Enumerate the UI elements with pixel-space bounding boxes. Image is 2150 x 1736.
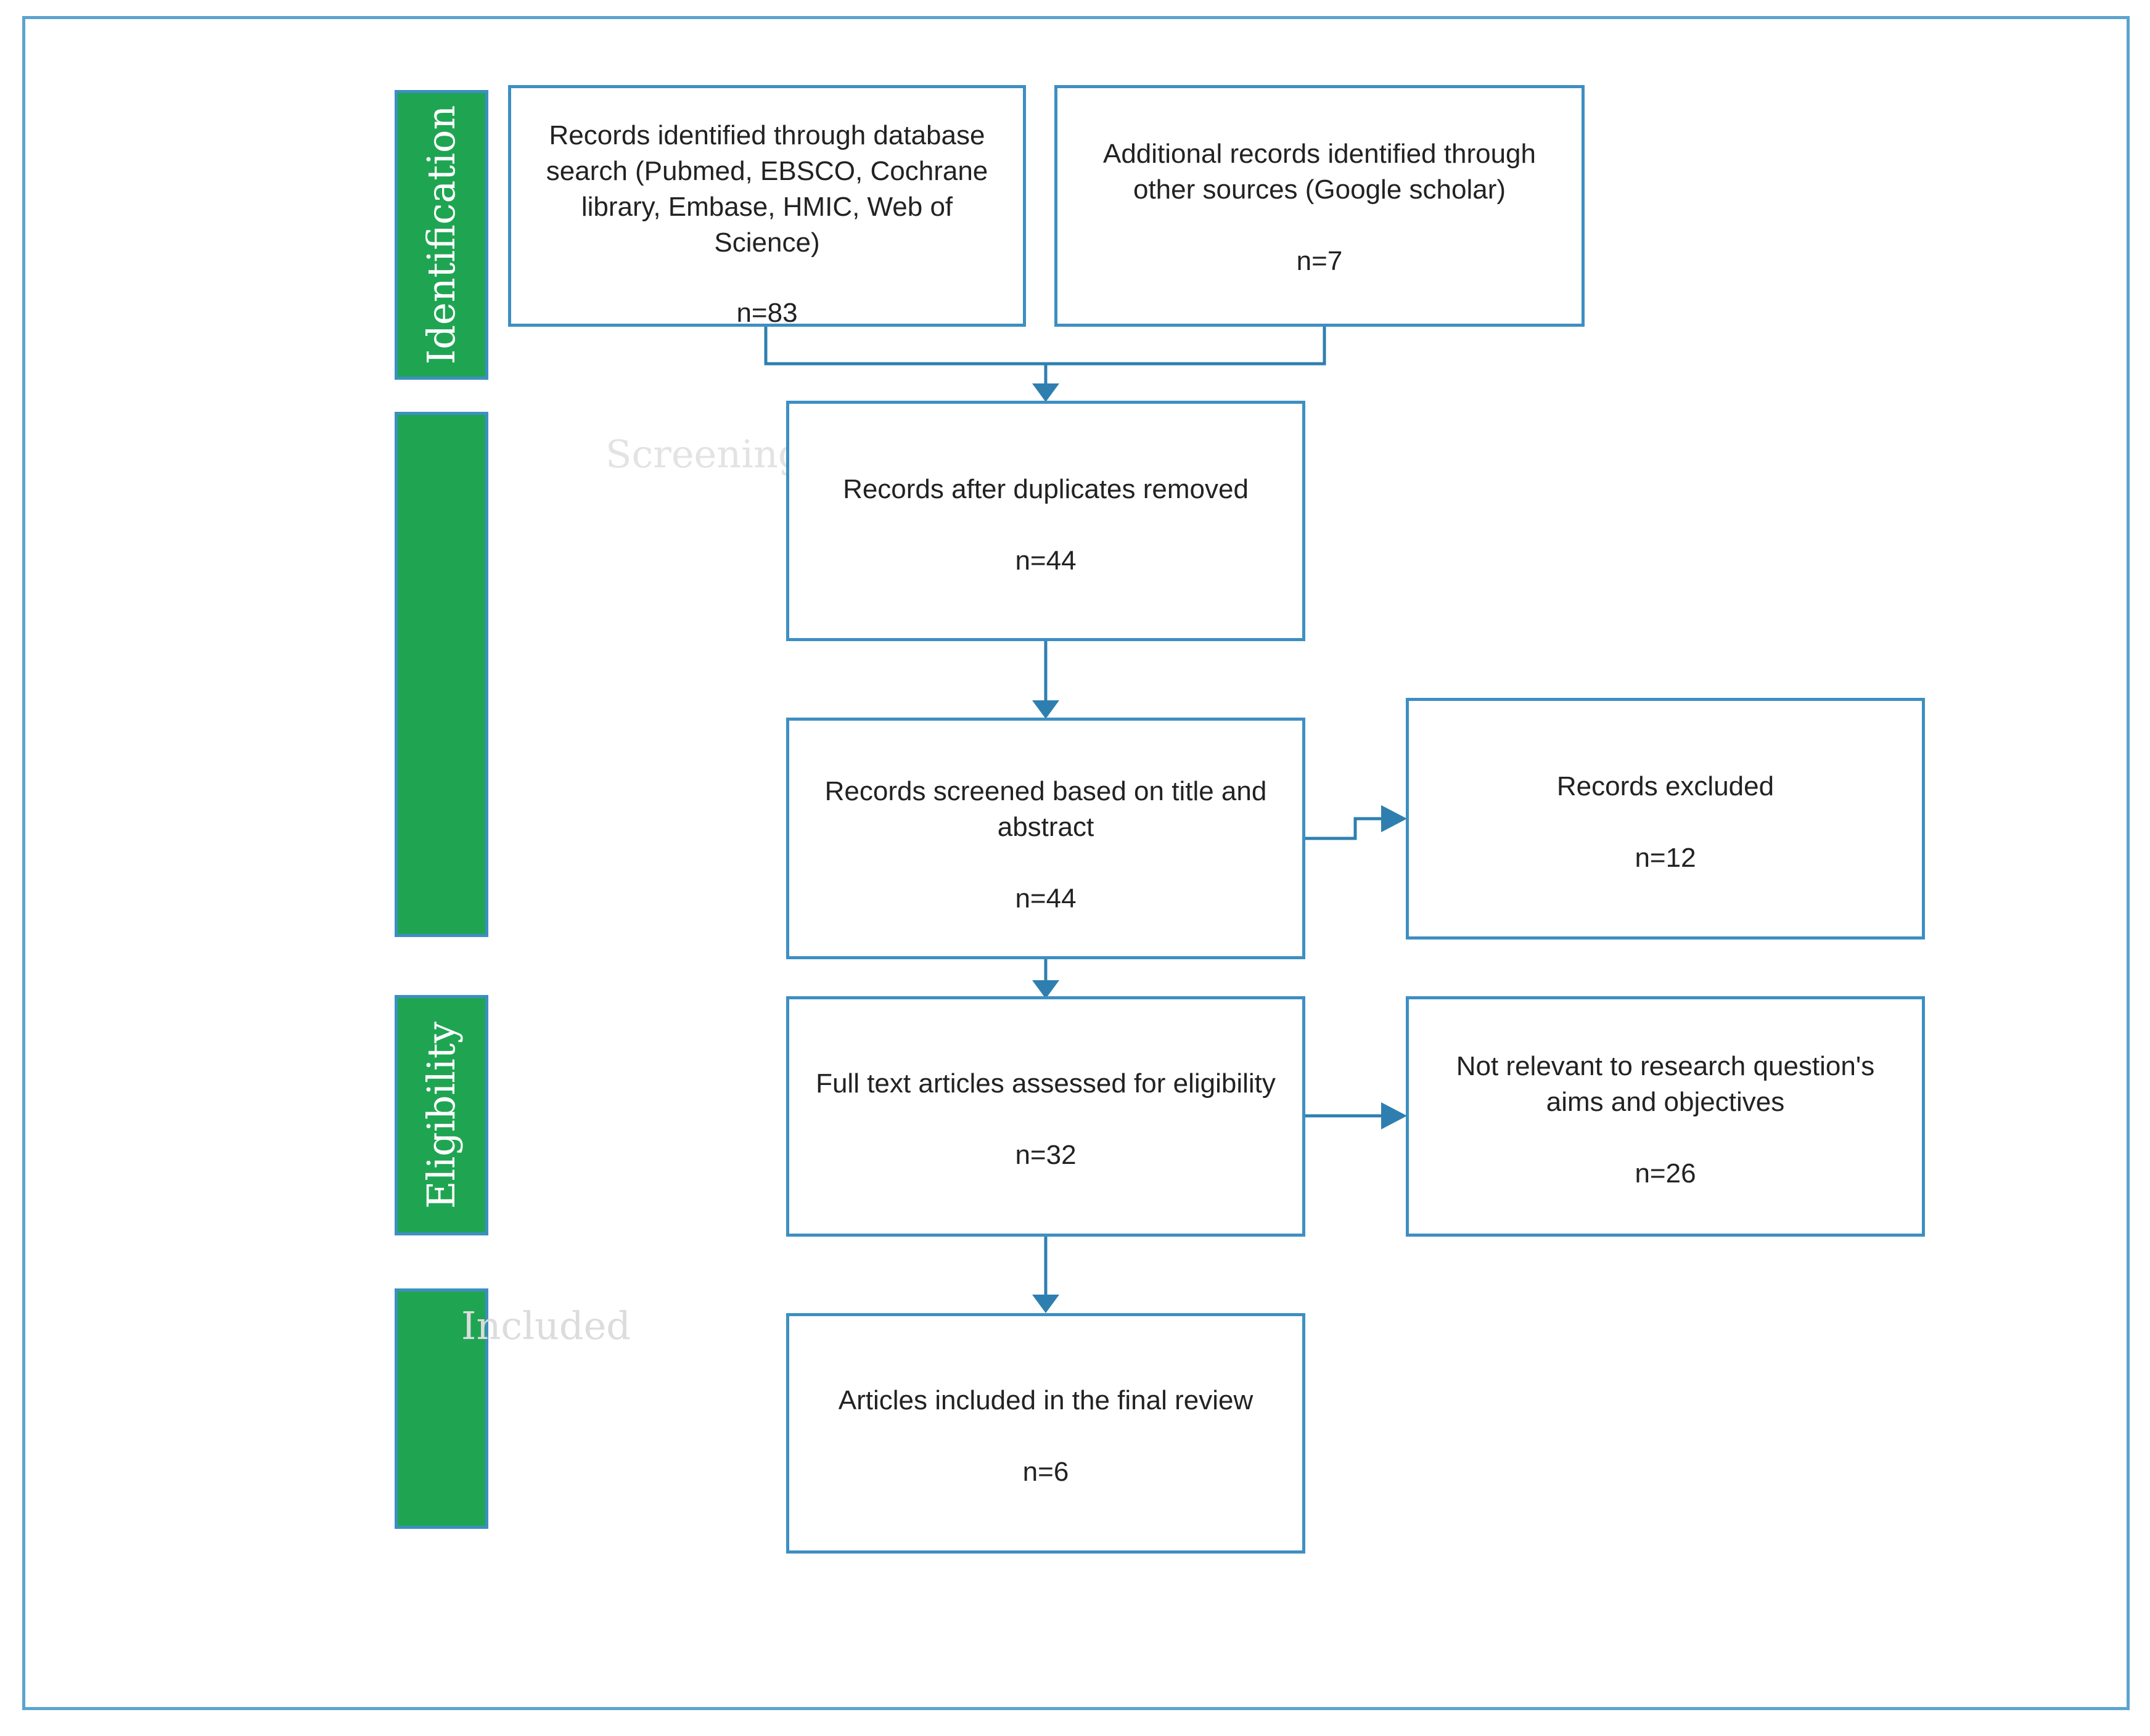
arrowhead-screened bbox=[1032, 700, 1059, 719]
arrowhead-excluded bbox=[1381, 805, 1407, 832]
stage-eligibility-label: Eligibility bbox=[419, 1022, 464, 1209]
arrowhead-notrelevant bbox=[1381, 1102, 1407, 1129]
full-text-count: n=32 bbox=[1015, 1140, 1077, 1170]
database-search-text: Records identified through database sear… bbox=[546, 120, 988, 258]
connector-other-to-merge bbox=[1046, 326, 1326, 366]
box-not-relevant: Not relevant to research question's aims… bbox=[1406, 996, 1925, 1237]
arrowhead-duplicates bbox=[1032, 383, 1059, 402]
box-database-search: Records identified through database sear… bbox=[508, 85, 1026, 327]
box-excluded: Records excluded n=12 bbox=[1406, 698, 1925, 940]
duplicates-removed-count: n=44 bbox=[1015, 546, 1077, 576]
arrowhead-fulltext bbox=[1032, 980, 1059, 999]
included-final-text: Articles included in the final review bbox=[838, 1385, 1253, 1415]
stage-identification: Identification bbox=[395, 90, 488, 380]
diagram-frame bbox=[22, 16, 2130, 1710]
connector-database-to-merge bbox=[764, 326, 1046, 366]
stage-screening-label: Screening bbox=[605, 432, 803, 477]
box-included-final: Articles included in the final review n=… bbox=[786, 1313, 1305, 1554]
duplicates-removed-text: Records after duplicates removed bbox=[843, 474, 1249, 504]
included-final-count: n=6 bbox=[1022, 1457, 1069, 1487]
box-other-sources: Additional records identified through ot… bbox=[1054, 85, 1585, 327]
stage-screening bbox=[395, 412, 488, 937]
full-text-text: Full text articles assessed for eligibil… bbox=[816, 1068, 1276, 1099]
other-sources-text: Additional records identified through ot… bbox=[1102, 139, 1536, 205]
not-relevant-count: n=26 bbox=[1635, 1158, 1696, 1189]
box-full-text: Full text articles assessed for eligibil… bbox=[786, 996, 1305, 1237]
arrowhead-included bbox=[1032, 1295, 1059, 1313]
database-search-count: n=83 bbox=[736, 298, 798, 327]
other-sources-count: n=7 bbox=[1296, 246, 1343, 276]
stage-included bbox=[395, 1288, 488, 1529]
not-relevant-text: Not relevant to research question's aims… bbox=[1456, 1051, 1875, 1117]
stage-eligibility: Eligibility bbox=[395, 995, 488, 1235]
excluded-text: Records excluded bbox=[1556, 771, 1775, 801]
screened-text: Records screened based on title and abst… bbox=[824, 776, 1267, 842]
connector-screened-to-excluded bbox=[1303, 817, 1381, 840]
box-screened: Records screened based on title and abst… bbox=[786, 718, 1305, 959]
stage-identification-label: Identification bbox=[419, 105, 464, 365]
screened-count: n=44 bbox=[1015, 883, 1077, 914]
stage-included-label: Included bbox=[461, 1303, 631, 1348]
excluded-count: n=12 bbox=[1635, 843, 1696, 873]
box-duplicates-removed: Records after duplicates removed n=44 bbox=[786, 401, 1305, 641]
